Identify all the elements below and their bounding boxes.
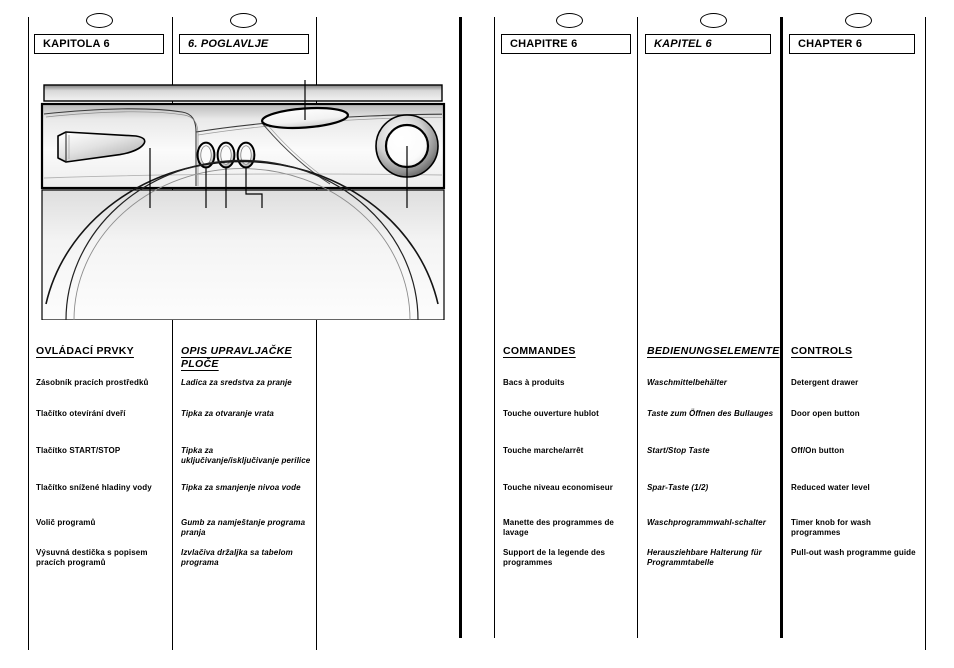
chapter-box-hr: 6. POGLAVLJE — [179, 34, 309, 54]
list-item: Pull-out wash programme guide — [791, 548, 916, 557]
list-item: Manette des programmes de lavage — [503, 518, 614, 537]
list-item: Waschmittelbehälter — [647, 378, 727, 387]
page-right-left-border — [494, 17, 495, 638]
list-item: Touche niveau economiseur — [503, 483, 613, 492]
column-heading-hr: OPIS UPRAVLJAČKE PLOČE — [181, 345, 292, 370]
column-divider-hr-gutter — [316, 17, 317, 650]
chapter-label-de: KAPITEL 6 — [654, 38, 712, 50]
chapter-box-en: CHAPTER 6 — [789, 34, 915, 54]
machine-body-and-door — [41, 159, 445, 320]
list-item: Reduced water level — [791, 483, 870, 492]
column-divider-cs-hr — [172, 17, 173, 650]
list-item: Tlačítko START/STOP — [36, 446, 121, 455]
list-item: Tlačítko otevírání dveří — [36, 409, 126, 418]
list-item: Timer knob for wash programmes — [791, 518, 871, 537]
column-heading-cs: OVLÁDACÍ PRVKY — [36, 345, 134, 357]
column-heading-fr: COMMANDES — [503, 345, 576, 357]
chapter-label-en: CHAPTER 6 — [798, 38, 863, 50]
registration-ellipse-icon-4 — [700, 13, 727, 28]
list-item: Spar-Taste (1/2) — [647, 483, 709, 492]
column-divider-de-en — [780, 17, 783, 638]
column-divider-fr-de — [637, 17, 638, 638]
list-item: Taste zum Öffnen des Bullauges — [647, 409, 774, 418]
door-open-button-icon — [196, 141, 216, 169]
list-item: Gumb za namještanje programa pranja — [181, 518, 306, 537]
column-hr: OPIS UPRAVLJAČKE PLOČE Ladica za sredstv… — [181, 345, 311, 567]
chapter-box-cs: KAPITOLA 6 — [34, 34, 164, 54]
column-fr: COMMANDES Bacs à produits Touche ouvertu… — [503, 345, 631, 567]
list-item: Support de la legende des programmes — [503, 548, 606, 567]
list-item: Výsuvná destička s popisem pracích progr… — [36, 548, 148, 567]
chapter-label-fr: CHAPITRE 6 — [510, 38, 578, 50]
detergent-drawer-icon — [57, 131, 146, 163]
list-item: Tipka za uključivanje/isključivanje peri… — [181, 446, 311, 465]
page-right-border — [925, 17, 926, 650]
list-item: Waschprogrammwahl-schalter — [647, 518, 766, 527]
list-item: Door open button — [791, 409, 860, 418]
registration-ellipse-icon-2 — [230, 13, 257, 28]
chapter-label-hr: 6. POGLAVLJE — [188, 38, 269, 50]
column-de: BEDIENUNGSELEMENTE Waschmittelbehälter T… — [647, 345, 780, 567]
start-stop-button-icon — [216, 141, 236, 169]
chapter-label-cs: KAPITOLA 6 — [43, 38, 110, 50]
washing-machine-illustration — [40, 80, 460, 320]
list-item: Ladica za sredstva za pranje — [181, 378, 292, 387]
page-left-border — [28, 17, 29, 650]
column-cs: OVLÁDACÍ PRVKY Zásobník pracích prostřed… — [36, 345, 164, 567]
registration-ellipse-icon-3 — [556, 13, 583, 28]
registration-ellipse-icon-1 — [86, 13, 113, 28]
machine-top-lid — [43, 84, 443, 102]
list-item: Touche marche/arrêt — [503, 446, 584, 455]
list-item: Tipka za smanjenje nivoa vode — [181, 483, 301, 492]
reduced-water-level-button-icon — [236, 141, 256, 169]
list-item: Touche ouverture hublot — [503, 409, 599, 418]
page-gutter-rule — [459, 17, 462, 638]
column-heading-de: BEDIENUNGSELEMENTE — [647, 345, 780, 357]
list-item: Off/On button — [791, 446, 845, 455]
list-item: Start/Stop Taste — [647, 446, 710, 455]
registration-ellipse-icon-5 — [845, 13, 872, 28]
callout-leader-lines — [149, 80, 408, 208]
list-item: Tlačítko snížené hladiny vody — [36, 483, 152, 492]
list-item: Bacs à produits — [503, 378, 565, 387]
list-item: Detergent drawer — [791, 378, 859, 387]
list-item: Zásobník pracích prostředků — [36, 378, 149, 387]
chapter-box-de: KAPITEL 6 — [645, 34, 771, 54]
list-item: Izvlačiva držaljka sa tabelom programa — [181, 548, 293, 567]
list-item: Tipka za otvaranje vrata — [181, 409, 274, 418]
column-en: CONTROLS Detergent drawer Door open butt… — [791, 345, 919, 557]
list-item: Volič programů — [36, 518, 96, 527]
chapter-box-fr: CHAPITRE 6 — [501, 34, 631, 54]
list-item: Herausziehbare Halterung für Programmtab… — [647, 548, 762, 567]
column-heading-en: CONTROLS — [791, 345, 853, 357]
